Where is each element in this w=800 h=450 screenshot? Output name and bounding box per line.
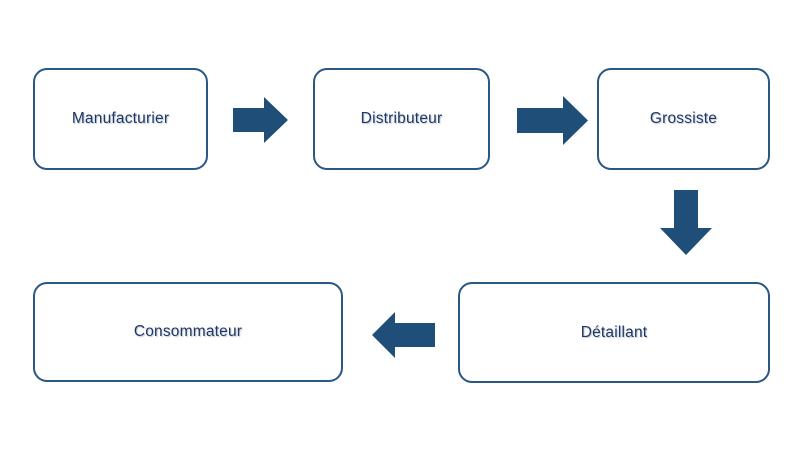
node-grossiste: Grossiste <box>597 68 770 170</box>
arrow-manufacturier-to-distributeur-icon <box>233 97 288 143</box>
node-consommateur-label: Consommateur <box>133 323 243 340</box>
node-manufacturier-label: Manufacturier <box>71 110 170 127</box>
arrow-distributeur-to-grossiste-icon <box>517 96 588 145</box>
node-consommateur: Consommateur <box>33 282 343 382</box>
node-distributeur: Distributeur <box>313 68 490 170</box>
node-grossiste-label: Grossiste <box>649 110 718 127</box>
node-detaillant: Détaillant <box>458 282 770 383</box>
arrow-grossiste-to-detaillant-icon <box>660 190 712 255</box>
arrow-detaillant-to-consommateur-icon <box>372 312 435 358</box>
node-manufacturier: Manufacturier <box>33 68 208 170</box>
node-detaillant-label: Détaillant <box>580 323 648 341</box>
node-distributeur-label: Distributeur <box>360 110 443 127</box>
